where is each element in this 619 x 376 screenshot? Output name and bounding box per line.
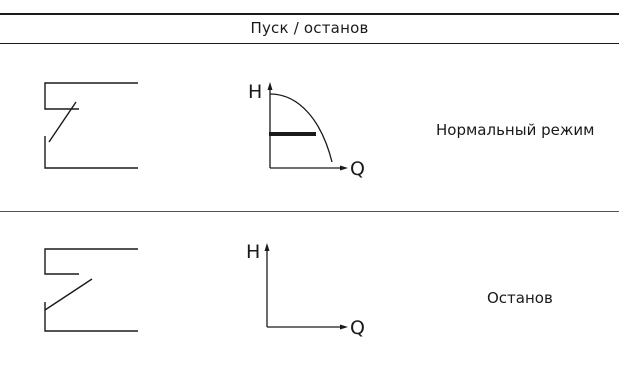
table-top-rule (0, 13, 619, 15)
axis-q-label: Q (350, 317, 365, 339)
switch-open-icon (44, 248, 138, 332)
row-divider (0, 211, 619, 212)
table-header: Пуск / останов (250, 19, 369, 37)
axis-h-label: H (246, 241, 261, 263)
empty-axes-graph: H Q (240, 237, 380, 342)
mode-label-normal: Нормальный режим (436, 121, 595, 139)
table-row-normal: H Q Нормальный режим (0, 44, 619, 211)
table-row-stop: H Q Останов (0, 212, 619, 376)
axis-h-label: H (248, 81, 263, 103)
pump-curve-graph: H Q (240, 74, 380, 179)
header-divider (0, 43, 619, 44)
mode-label-stop: Останов (487, 289, 553, 307)
axis-q-label: Q (350, 158, 365, 180)
switch-closed-icon (44, 82, 138, 169)
